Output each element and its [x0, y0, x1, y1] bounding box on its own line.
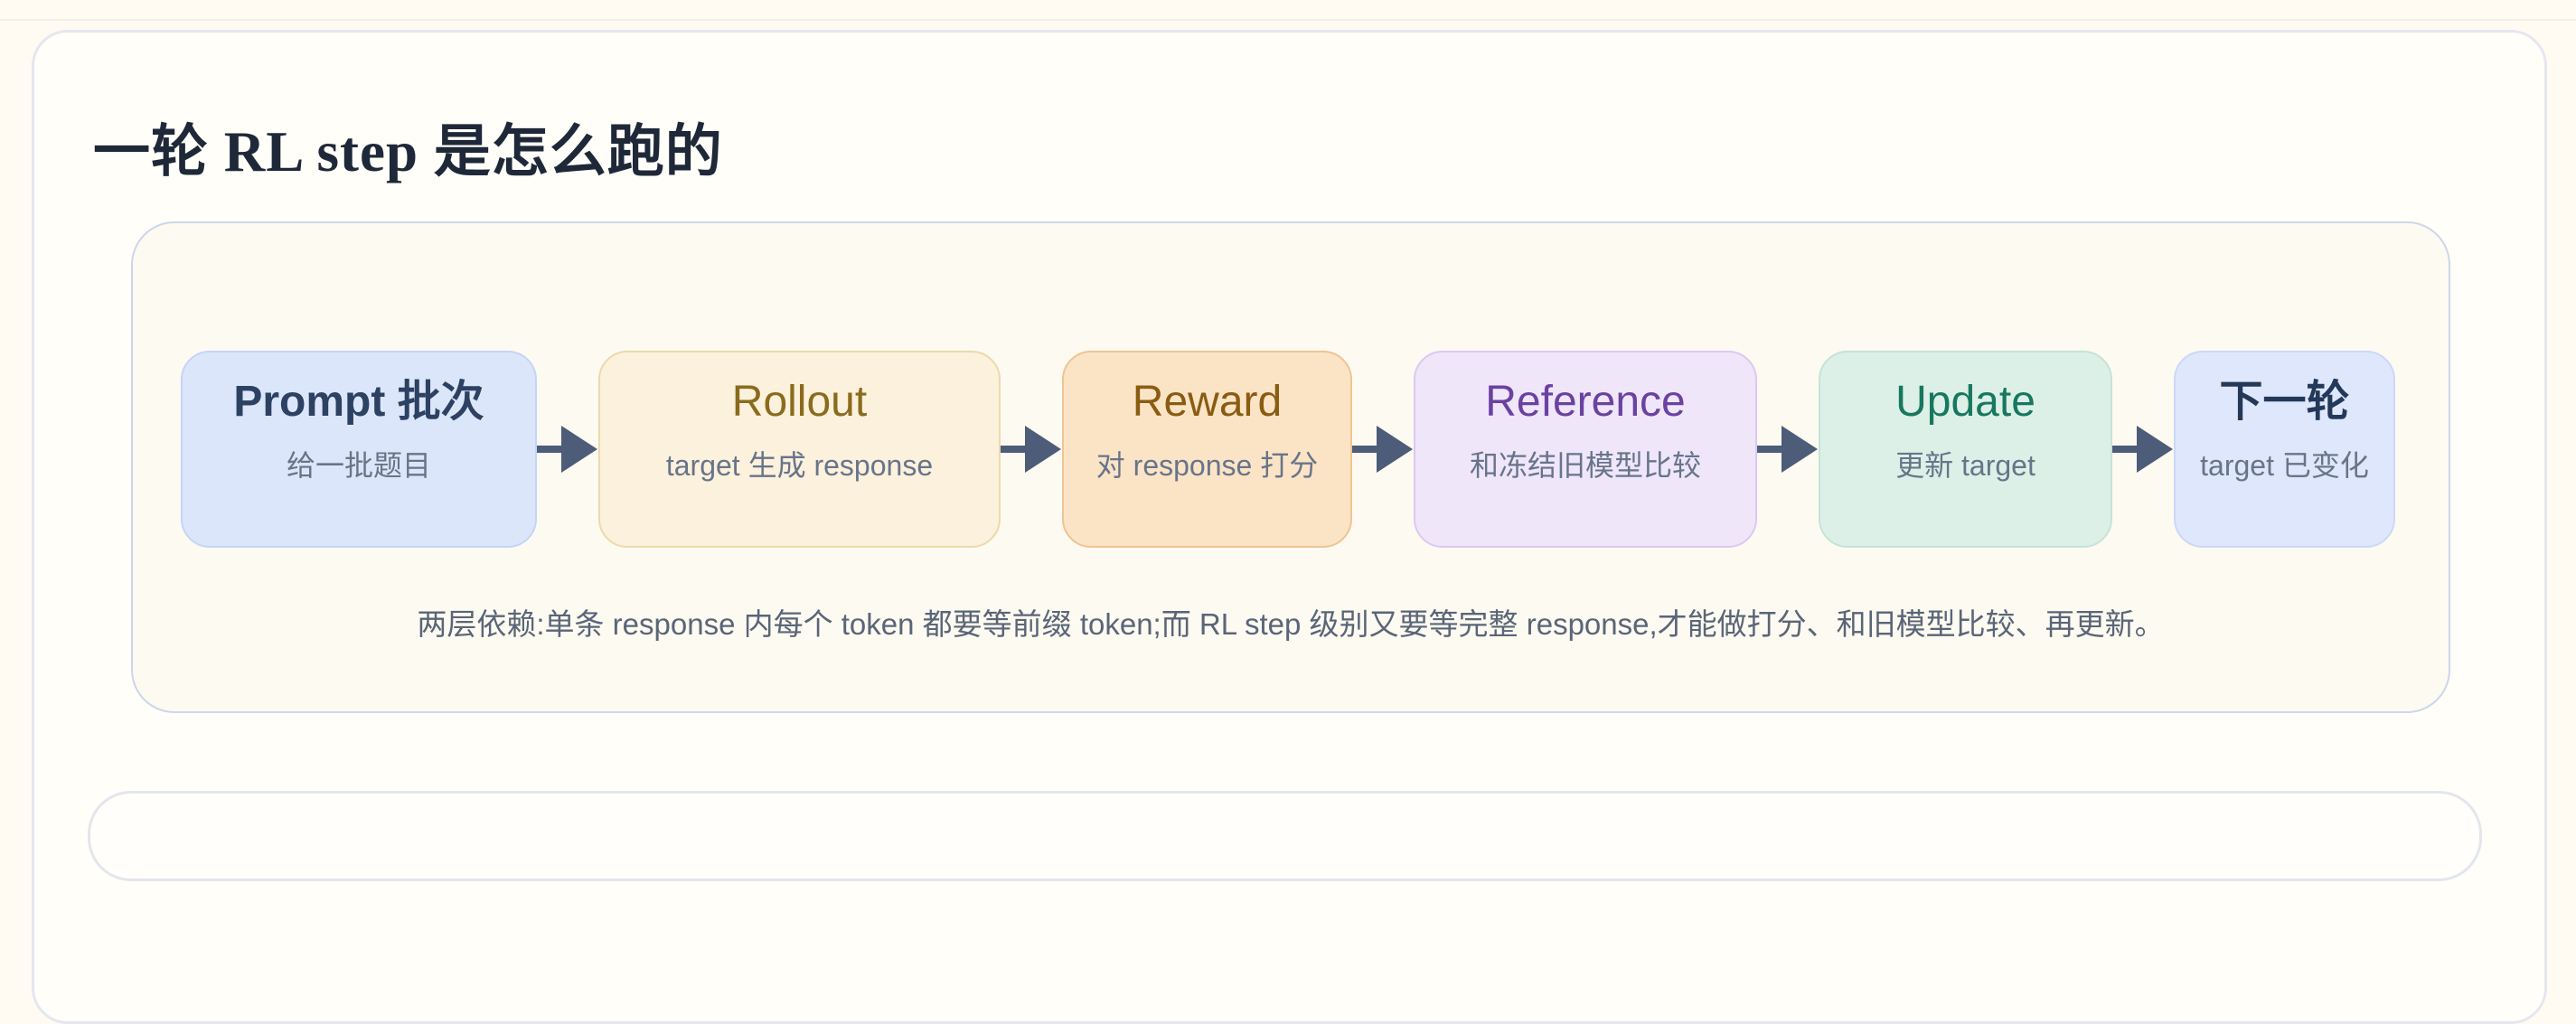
flow-step-title: Prompt 批次	[233, 378, 484, 426]
flow-step-subtitle: 对 response 打分	[1095, 449, 1319, 482]
flow-step-update: Update 更新 target	[1819, 351, 2112, 548]
flow-dependency-note: 两层依赖:单条 response 内每个 token 都要等前缀 token;而…	[417, 607, 2165, 641]
next-section-card-top-edge	[88, 791, 2482, 881]
right-arrow-icon	[1352, 426, 1413, 473]
flow-step-prompt: Prompt 批次 给一批题目	[181, 351, 537, 548]
flow-step-title: Rollout	[731, 378, 868, 426]
flow-step-title: Reward	[1132, 378, 1283, 426]
right-arrow-icon	[1001, 426, 1061, 473]
flow-step-subtitle: 和冻结旧模型比较	[1469, 449, 1701, 482]
flow-step-title: 下一轮	[2219, 378, 2350, 426]
flow-step-subtitle: target 已变化	[2200, 449, 2369, 482]
flow-steps-row: Prompt 批次 给一批题目 Rollout target 生成 respon…	[133, 351, 2449, 548]
right-arrow-icon	[537, 426, 597, 473]
flow-step-subtitle: 更新 target	[1895, 449, 2035, 482]
page: { "page": { "title": "一轮 RL step 是怎么跑的",…	[0, 19, 2576, 1024]
flow-step-reward: Reward 对 response 打分	[1062, 351, 1352, 548]
flow-step-subtitle: 给一批题目	[286, 449, 431, 482]
flow-step-rollout: Rollout target 生成 response	[598, 351, 1001, 548]
rl-step-flow-card: Prompt 批次 给一批题目 Rollout target 生成 respon…	[131, 221, 2450, 713]
flow-step-title: Update	[1895, 378, 2035, 426]
page-title: 一轮 RL step 是怎么跑的	[93, 120, 723, 184]
flow-step-subtitle: target 生成 response	[665, 449, 934, 482]
flow-step-reference: Reference 和冻结旧模型比较	[1414, 351, 1757, 548]
flow-step-title: Reference	[1485, 378, 1686, 426]
right-arrow-icon	[1757, 426, 1818, 473]
flow-step-next-round: 下一轮 target 已变化	[2174, 351, 2395, 548]
previous-section-edge	[0, 19, 2576, 21]
right-arrow-icon	[2112, 426, 2173, 473]
